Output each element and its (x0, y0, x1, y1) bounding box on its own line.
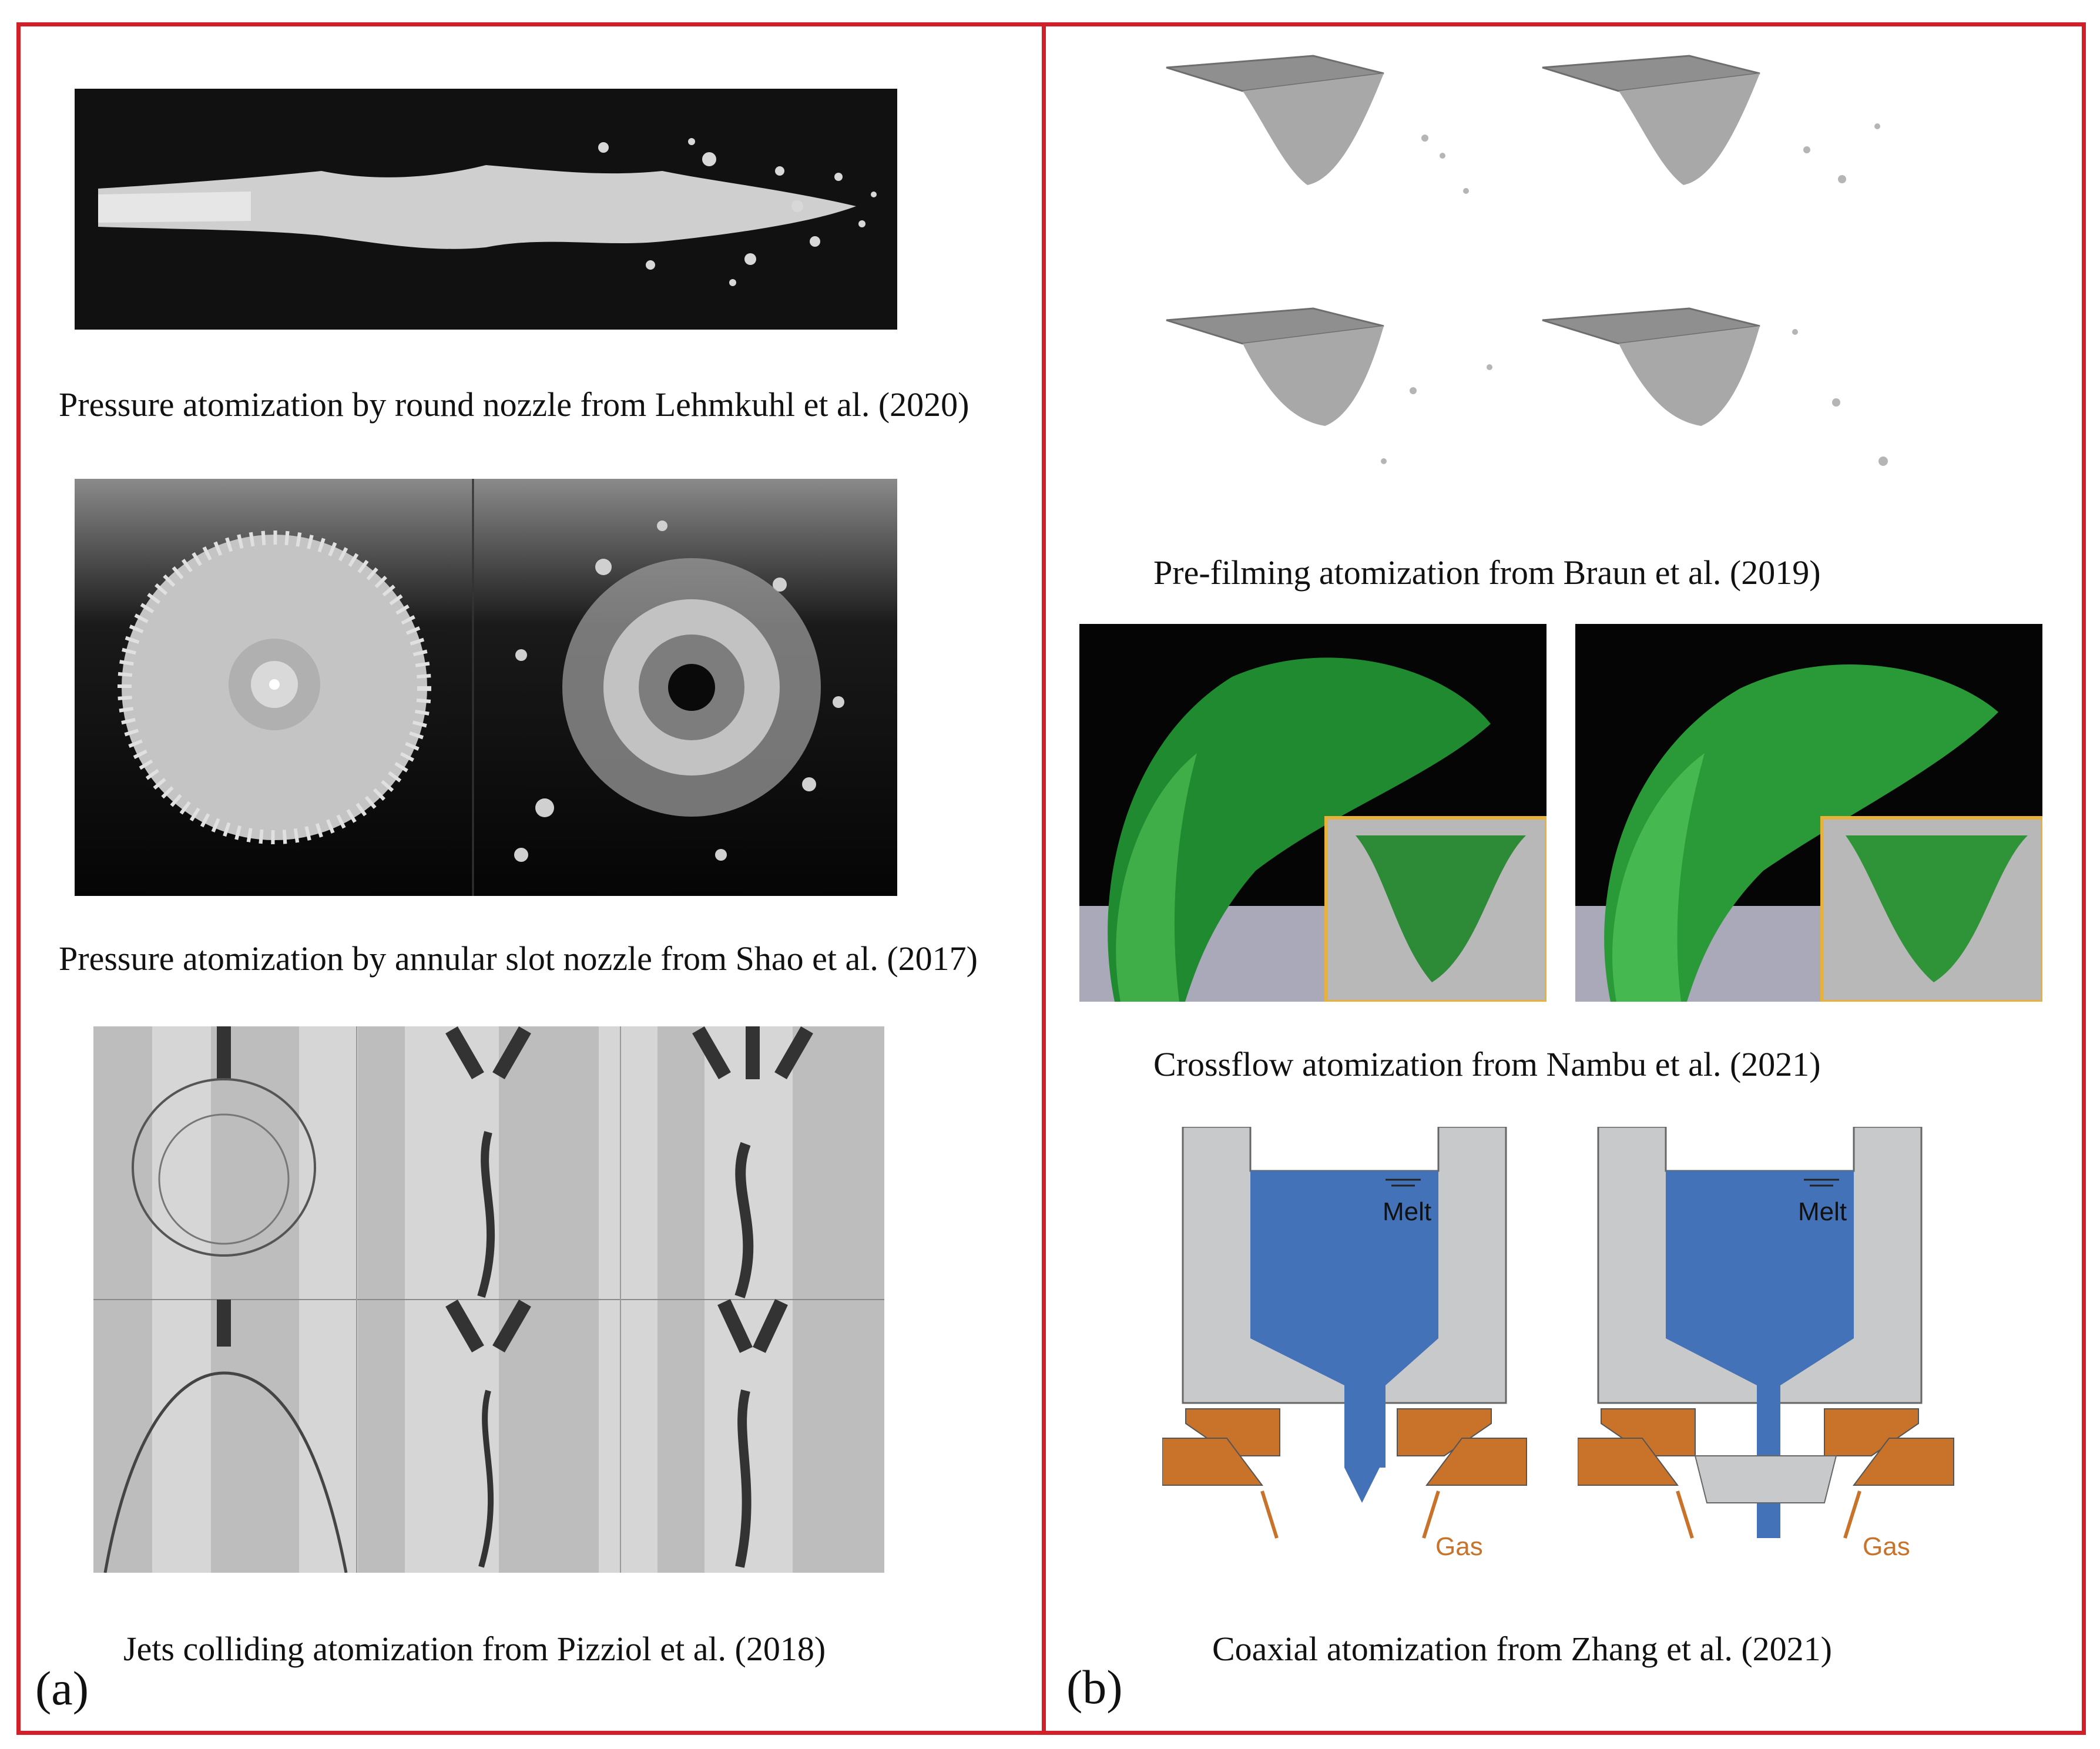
round-nozzle-jet-image (75, 89, 897, 330)
crossflow-render-right (1575, 624, 2042, 1002)
figure-caption: Pressure atomization by annular slot noz… (59, 939, 978, 978)
figure-caption: Pressure atomization by round nozzle fro… (59, 385, 970, 424)
coaxial-nozzle-schematic-right: Melt Gas (1578, 1127, 1965, 1597)
crossflow-render-left (1079, 624, 1547, 1002)
panel-a: Pressure atomization by round nozzle fro… (16, 22, 1046, 1735)
figure-caption: Crossflow atomization from Nambu et al. … (1153, 1045, 1821, 1083)
gas-label: Gas (1863, 1532, 1910, 1561)
gas-label: Gas (1435, 1532, 1483, 1561)
figure-caption: Jets colliding atomization from Pizziol … (123, 1630, 826, 1668)
coaxial-nozzle-schematic-left: Melt Gas (1162, 1127, 1544, 1597)
panel-label: (b) (1066, 1660, 1123, 1714)
panel-label: (a) (35, 1661, 89, 1715)
figure-caption: Coaxial atomization from Zhang et al. (2… (1212, 1630, 1832, 1668)
panel-b: Pre-filming atomization from Braun et al… (1042, 22, 2086, 1735)
prefilming-renders-image (1160, 38, 2001, 532)
melt-label: Melt (1798, 1197, 1847, 1226)
melt-label: Melt (1383, 1197, 1432, 1226)
colliding-jets-image (93, 1026, 884, 1573)
figure-caption: Pre-filming atomization from Braun et al… (1153, 553, 1821, 592)
annular-slot-nozzle-image (75, 479, 897, 896)
